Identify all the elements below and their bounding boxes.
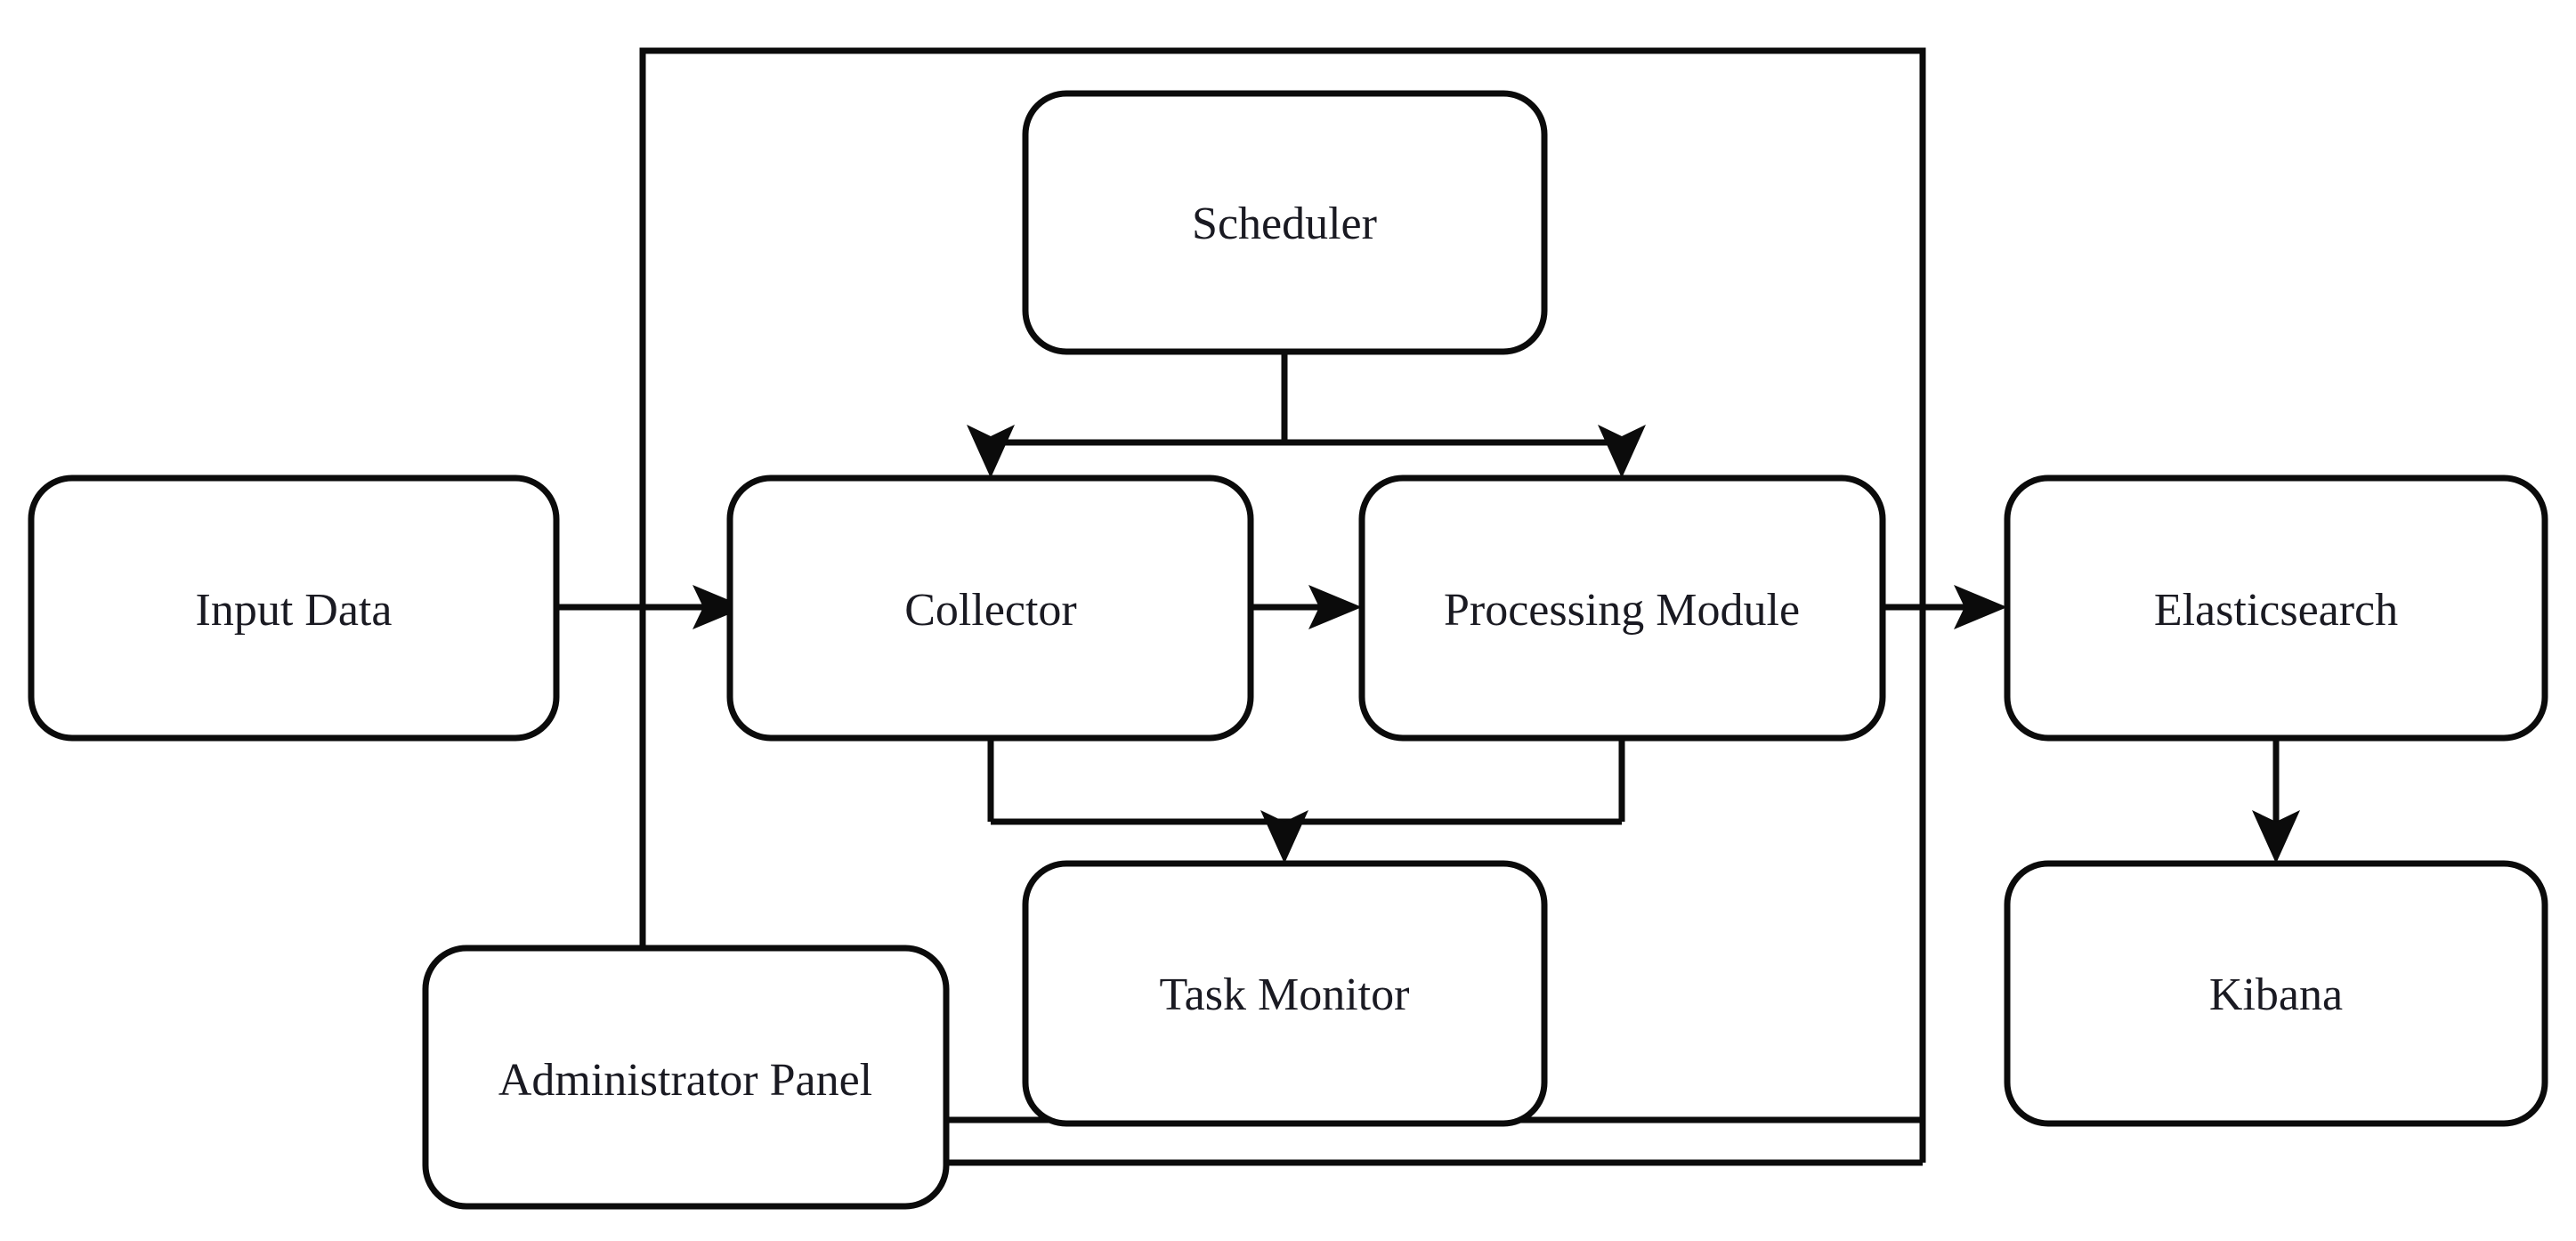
collector-box[interactable] (726, 474, 1254, 742)
edge-processing-to-elasticsearch (1883, 585, 2007, 629)
node-processing-module[interactable]: Processing Module (1358, 474, 1886, 742)
node-kibana[interactable]: Kibana (2004, 860, 2548, 1127)
arrow-head-processing-left (1308, 585, 1362, 629)
arrow-head-task-monitor-top (1260, 810, 1308, 864)
scheduler-box[interactable] (1022, 90, 1548, 355)
processing-module-box[interactable] (1358, 474, 1886, 742)
node-administrator-panel[interactable]: Administrator Panel (422, 945, 950, 1210)
input-data-label: Input Data (196, 585, 393, 636)
arrow-head-processing-top (1598, 425, 1646, 478)
node-elasticsearch[interactable]: Elasticsearch (2004, 474, 2548, 742)
edge-input-to-collector (556, 585, 746, 629)
arrow-head-collector-left (693, 585, 746, 629)
scheduler-label: Scheduler (1192, 199, 1377, 249)
processing-module-label: Processing Module (1444, 585, 1800, 636)
edge-collector-to-processing (1251, 585, 1362, 629)
input-data-box[interactable] (28, 474, 560, 742)
kibana-box[interactable] (2004, 860, 2548, 1127)
collector-label: Collector (904, 585, 1077, 636)
arrow-head-elasticsearch-left (1954, 585, 2007, 629)
elasticsearch-label: Elasticsearch (2154, 585, 2398, 636)
node-scheduler[interactable]: Scheduler (1022, 90, 1548, 355)
task-monitor-label: Task Monitor (1160, 969, 1410, 1020)
administrator-panel-box[interactable] (422, 945, 950, 1210)
task-monitor-box[interactable] (1022, 860, 1548, 1127)
system-boundary-frame (639, 47, 1926, 1123)
edge-merge-to-task-monitor (987, 738, 1625, 864)
arrow-head-collector-top (967, 425, 1015, 478)
node-task-monitor[interactable]: Task Monitor (1022, 860, 1548, 1127)
node-collector[interactable]: Collector (726, 474, 1254, 742)
edge-scheduler-fanout (967, 352, 1646, 478)
arrow-head-kibana-top (2252, 810, 2300, 864)
node-input-data[interactable]: Input Data (28, 474, 560, 742)
administrator-panel-label: Administrator Panel (498, 1055, 872, 1106)
elasticsearch-box[interactable] (2004, 474, 2548, 742)
edge-elasticsearch-to-kibana (2252, 738, 2300, 864)
kibana-label: Kibana (2209, 969, 2343, 1020)
